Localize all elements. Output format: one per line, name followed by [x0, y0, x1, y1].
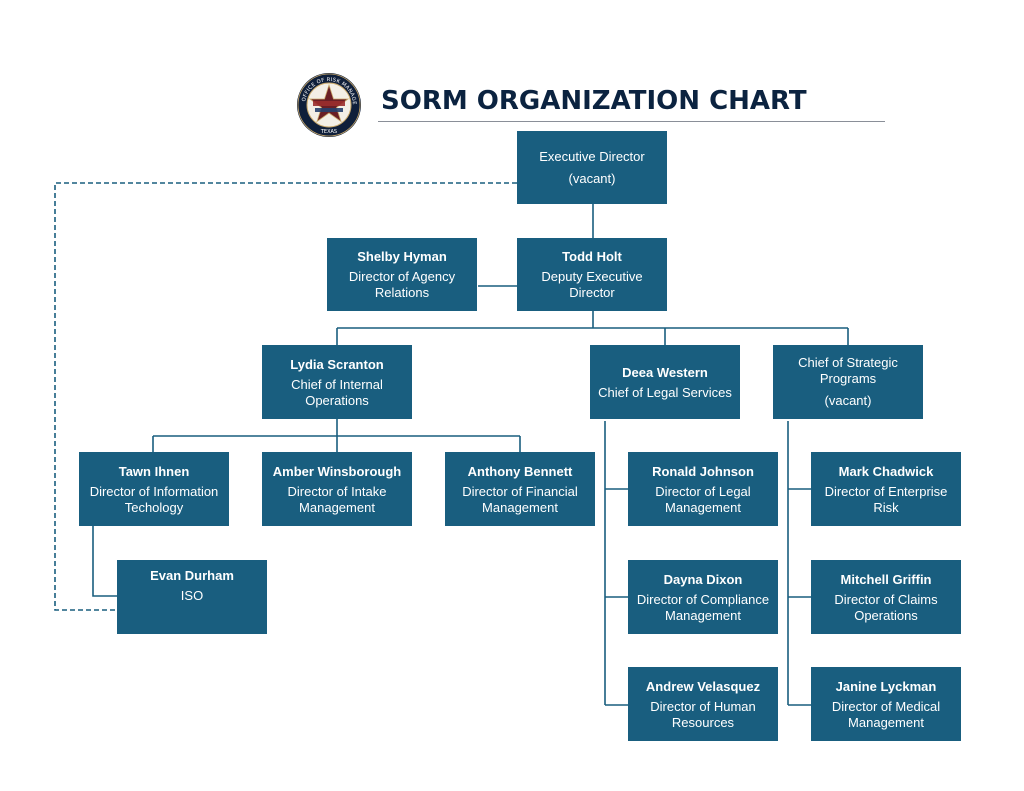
node-title: Director of Compliance Management — [636, 591, 770, 623]
node-title: ISO — [180, 588, 204, 603]
org-node-legal-management: Ronald Johnson Director of Legal Managem… — [628, 452, 778, 526]
node-title: Chief of Internal Operations — [291, 376, 383, 408]
node-title: Director of Legal Management — [655, 483, 751, 515]
org-node-deputy-executive-director: Todd Holt Deputy Executive Director — [517, 238, 667, 311]
node-title: Director of Intake Management — [287, 483, 387, 515]
org-node-information-technology: Tawn Ihnen Director of Information Techo… — [79, 452, 229, 526]
org-node-medical-management: Janine Lyckman Director of Medical Manag… — [811, 667, 961, 741]
node-name: Dayna Dixon — [663, 571, 743, 587]
node-title: Director of Claims Operations — [834, 591, 938, 623]
org-node-iso: Evan Durham ISO — [117, 560, 267, 634]
org-node-legal-services: Deea Western Chief of Legal Services — [590, 345, 740, 419]
svg-text:TEXAS: TEXAS — [320, 129, 337, 135]
node-title: Executive Director — [539, 148, 645, 164]
node-title: Director of Agency Relations — [348, 269, 456, 300]
node-name: Evan Durham — [150, 568, 234, 583]
node-title: Director of Human Resources — [650, 698, 756, 730]
node-title: Chief of Strategic Programs — [798, 355, 898, 386]
node-name: Amber Winsborough — [272, 463, 402, 479]
org-node-executive-director: Executive Director (vacant) — [517, 131, 667, 204]
node-name: Anthony Bennett — [467, 463, 573, 479]
org-node-human-resources: Andrew Velasquez Director of Human Resou… — [628, 667, 778, 741]
connector-dashed-iso-exec — [54, 182, 517, 611]
org-node-strategic-programs: Chief of Strategic Programs (vacant) — [773, 345, 923, 419]
node-title: Chief of Legal Services — [598, 384, 732, 400]
node-name: Ronald Johnson — [652, 463, 754, 479]
node-status: (vacant) — [824, 393, 872, 408]
org-node-internal-operations: Lydia Scranton Chief of Internal Operati… — [262, 345, 412, 419]
node-name: Andrew Velasquez — [645, 678, 761, 694]
title-underline — [378, 121, 885, 122]
node-status: (vacant) — [568, 170, 616, 186]
node-title: Director of Financial Management — [462, 483, 578, 515]
org-node-agency-relations: Shelby Hyman Director of Agency Relation… — [327, 238, 477, 311]
node-name: Janine Lyckman — [835, 678, 937, 694]
org-node-compliance-management: Dayna Dixon Director of Compliance Manag… — [628, 560, 778, 634]
org-node-enterprise-risk: Mark Chadwick Director of Enterprise Ris… — [811, 452, 961, 526]
connector-it-iso — [92, 526, 117, 597]
node-name: Mark Chadwick — [838, 463, 934, 479]
node-name: Shelby Hyman — [357, 249, 447, 264]
node-title: Director of Information Techology — [89, 483, 219, 515]
node-name: Mitchell Griffin — [840, 571, 932, 587]
org-node-intake-management: Amber Winsborough Director of Intake Man… — [262, 452, 412, 526]
org-node-financial-management: Anthony Bennett Director of Financial Ma… — [445, 452, 595, 526]
node-title: Director of Enterprise Risk — [824, 483, 948, 515]
node-title: Deputy Executive Director — [541, 269, 643, 300]
node-name: Tawn Ihnen — [118, 463, 190, 479]
org-node-claims-operations: Mitchell Griffin Director of Claims Oper… — [811, 560, 961, 634]
node-title: Director of Medical Management — [831, 698, 941, 730]
node-name: Deea Western — [622, 364, 708, 380]
node-name: Lydia Scranton — [290, 356, 384, 372]
sorm-seal-icon: STATE OFFICE OF RISK MANAGEMENT TEXAS — [296, 72, 361, 137]
page-title: SORM ORGANIZATION CHART — [381, 86, 807, 116]
node-name: Todd Holt — [562, 249, 622, 264]
